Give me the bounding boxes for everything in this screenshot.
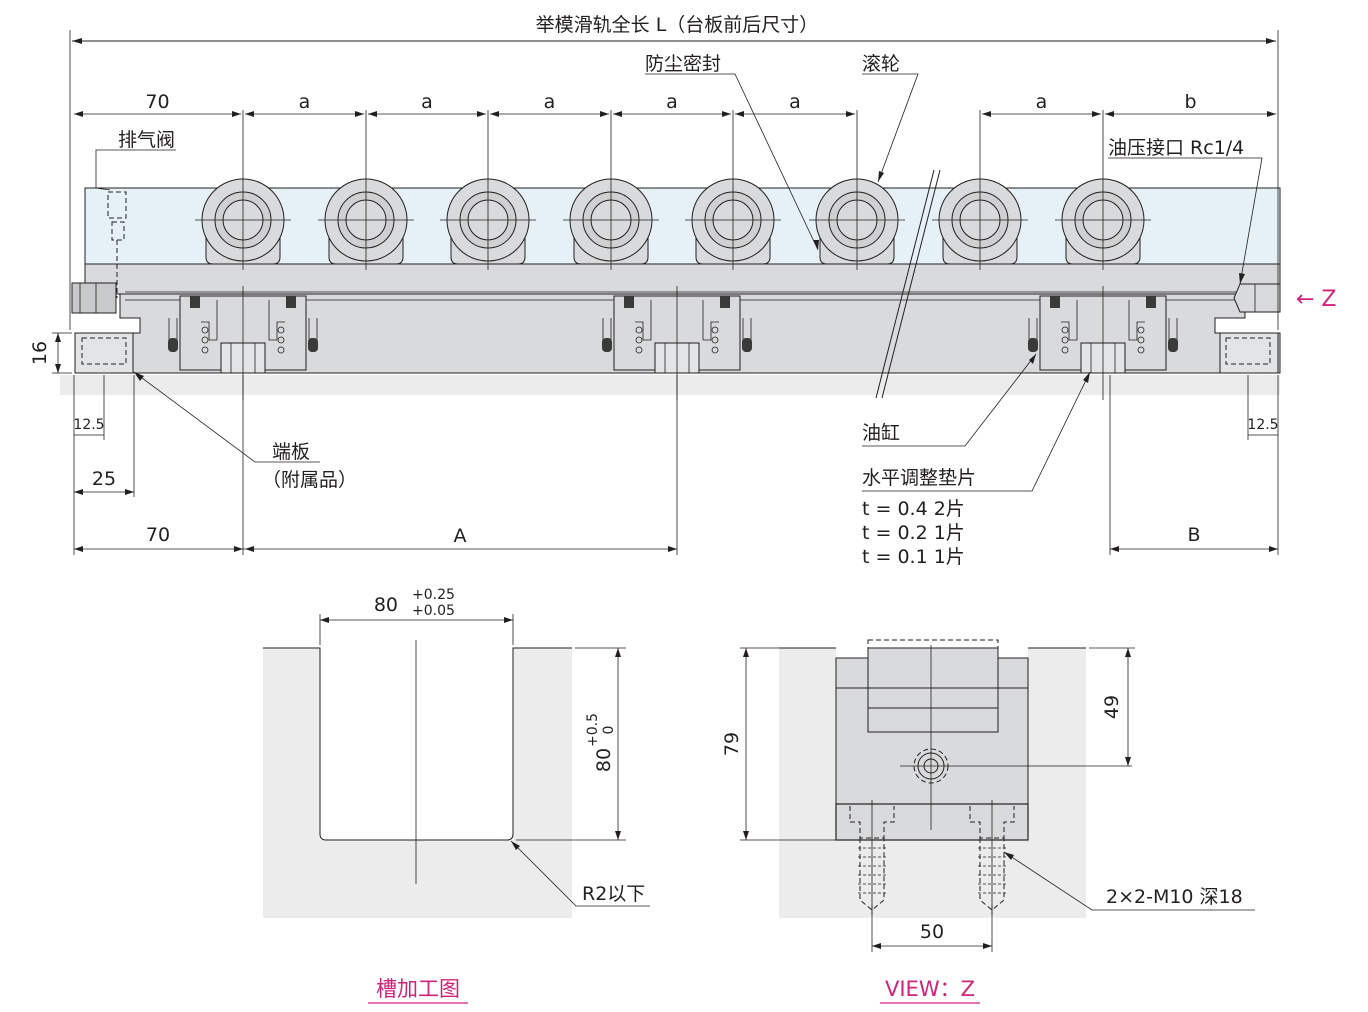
end-plate-label: 端板 bbox=[272, 441, 310, 463]
groove-width-tol-lower: +0.05 bbox=[412, 603, 455, 619]
end-plate-leader bbox=[133, 371, 320, 463]
end-plate-note: （附属品） bbox=[262, 469, 357, 491]
roller bbox=[440, 110, 536, 270]
pitch-dim-label: a bbox=[789, 91, 801, 113]
view-z-base bbox=[835, 803, 1029, 841]
shim-line-1: t = 0.4 2片 bbox=[862, 498, 965, 520]
pitch-dimension-row: 70 a a a a a a b bbox=[74, 91, 1276, 117]
cylinder bbox=[602, 286, 752, 400]
break-line-2 bbox=[881, 169, 941, 399]
view-z-width-50: 50 bbox=[920, 921, 944, 943]
view-z-roller-body bbox=[867, 687, 999, 733]
view-z-arrow: ← Z bbox=[1296, 287, 1337, 312]
pitch-dim-label: b bbox=[1184, 91, 1196, 113]
pitch-dim: a bbox=[368, 91, 486, 117]
bolt-hidden bbox=[969, 800, 1015, 915]
groove-machining-view: 80 +0.25 +0.05 80 +0.5 0 R2以下 槽加工图 bbox=[263, 587, 650, 1004]
roller-leader bbox=[862, 73, 919, 183]
pitch-dim-label: a bbox=[421, 91, 433, 113]
pitch-dim-label: a bbox=[544, 91, 556, 113]
groove-caption: 槽加工图 bbox=[376, 977, 460, 1001]
cylinder bbox=[1028, 286, 1178, 400]
hydraulic-port-leader bbox=[1108, 157, 1263, 285]
pitch-dim: a bbox=[613, 91, 731, 117]
pitch-dim: a bbox=[245, 91, 364, 117]
view-z-roller-hidden bbox=[867, 639, 999, 649]
hydraulic-port bbox=[1233, 283, 1281, 313]
rollers bbox=[195, 110, 1151, 270]
shim-line-3: t = 0.1 1片 bbox=[862, 546, 965, 568]
bolt-leader bbox=[1003, 851, 1255, 911]
dust-seal-label: 防尘密封 bbox=[645, 53, 721, 75]
view-z-height-49: 49 bbox=[1101, 695, 1123, 719]
groove-depth-tol-lower: 0 bbox=[601, 726, 617, 735]
end-plate-right-hidden bbox=[1225, 337, 1271, 365]
main-side-view: 举模滑轨全长 L（台板前后尺寸） 70 a a a a a a b 排气阀 防尘密封 滚轮 油… bbox=[29, 14, 1337, 568]
end-plate-right bbox=[1219, 332, 1279, 374]
dim-B: B bbox=[1187, 524, 1200, 546]
dim-25: 25 bbox=[92, 468, 116, 490]
pitch-dim: b bbox=[1105, 91, 1276, 117]
groove-depth-tol-upper: +0.5 bbox=[585, 713, 601, 747]
groove-width: 80 bbox=[374, 594, 398, 616]
pitch-dim-label: a bbox=[1036, 91, 1048, 113]
cylinder-label: 油缸 bbox=[862, 422, 900, 444]
pitch-dim: a bbox=[735, 91, 855, 117]
groove-profile bbox=[263, 647, 572, 841]
dim-16: 16 bbox=[29, 341, 51, 365]
groove-width-tol-upper: +0.25 bbox=[412, 587, 455, 603]
cylinders bbox=[168, 286, 1178, 400]
left-plug bbox=[71, 282, 117, 314]
cylinder-leader bbox=[862, 353, 1037, 447]
roller bbox=[685, 110, 781, 270]
pitch-dim-label: a bbox=[666, 91, 678, 113]
dust-seal-leader bbox=[645, 73, 819, 251]
groove-depth: 80 bbox=[593, 748, 615, 772]
roller bbox=[932, 110, 1028, 270]
view-z: 79 49 50 2×2-M10 深18 VIEW：Z bbox=[721, 639, 1255, 1004]
hydraulic-port-label: 油压接口 Rc1/4 bbox=[1108, 137, 1244, 159]
radius-leader bbox=[510, 840, 650, 907]
exhaust-valve-hidden bbox=[107, 191, 127, 298]
roller bbox=[318, 110, 414, 270]
cylinder bbox=[168, 286, 318, 400]
shim-title: 水平调整垫片 bbox=[862, 467, 976, 489]
view-z-roller-top bbox=[867, 647, 999, 689]
roller bbox=[809, 110, 905, 270]
end-plate-left bbox=[74, 332, 134, 374]
dim-12-5-right: 12.5 bbox=[1247, 417, 1278, 433]
pitch-dim-label: a bbox=[299, 91, 311, 113]
end-plate-left-hidden bbox=[81, 337, 127, 365]
dim-A: A bbox=[454, 525, 467, 547]
bolt-note: 2×2-M10 深18 bbox=[1106, 886, 1243, 908]
roller bbox=[195, 110, 291, 270]
roller bbox=[563, 110, 659, 270]
view-z-height-79: 79 bbox=[721, 732, 743, 756]
bolt-hidden bbox=[849, 800, 895, 915]
roller bbox=[1055, 110, 1151, 270]
floor-shade bbox=[60, 375, 1280, 395]
roller-label: 滚轮 bbox=[862, 53, 900, 75]
view-z-bolts bbox=[849, 800, 1015, 915]
pitch-dim-label: 70 bbox=[145, 91, 169, 113]
exhaust-valve-leader bbox=[95, 149, 176, 191]
pitch-dim: 70 bbox=[74, 91, 241, 117]
view-z-caption: VIEW：Z bbox=[885, 977, 975, 1001]
shim-leader bbox=[862, 371, 1091, 492]
pitch-dim: a bbox=[982, 91, 1101, 117]
pitch-dim: a bbox=[490, 91, 609, 117]
dim-70-bottom: 70 bbox=[146, 524, 170, 546]
exhaust-valve-label: 排气阀 bbox=[118, 129, 175, 151]
groove-ground bbox=[263, 648, 572, 918]
shim-line-2: t = 0.2 1片 bbox=[862, 522, 965, 544]
total-length-label: 举模滑轨全长 L（台板前后尺寸） bbox=[536, 14, 819, 36]
break-line-1 bbox=[875, 169, 935, 399]
dim-12-5-left: 12.5 bbox=[73, 417, 104, 433]
view-z-ground bbox=[779, 648, 1086, 918]
radius-note: R2以下 bbox=[582, 883, 645, 905]
rail-top bbox=[84, 263, 1281, 295]
